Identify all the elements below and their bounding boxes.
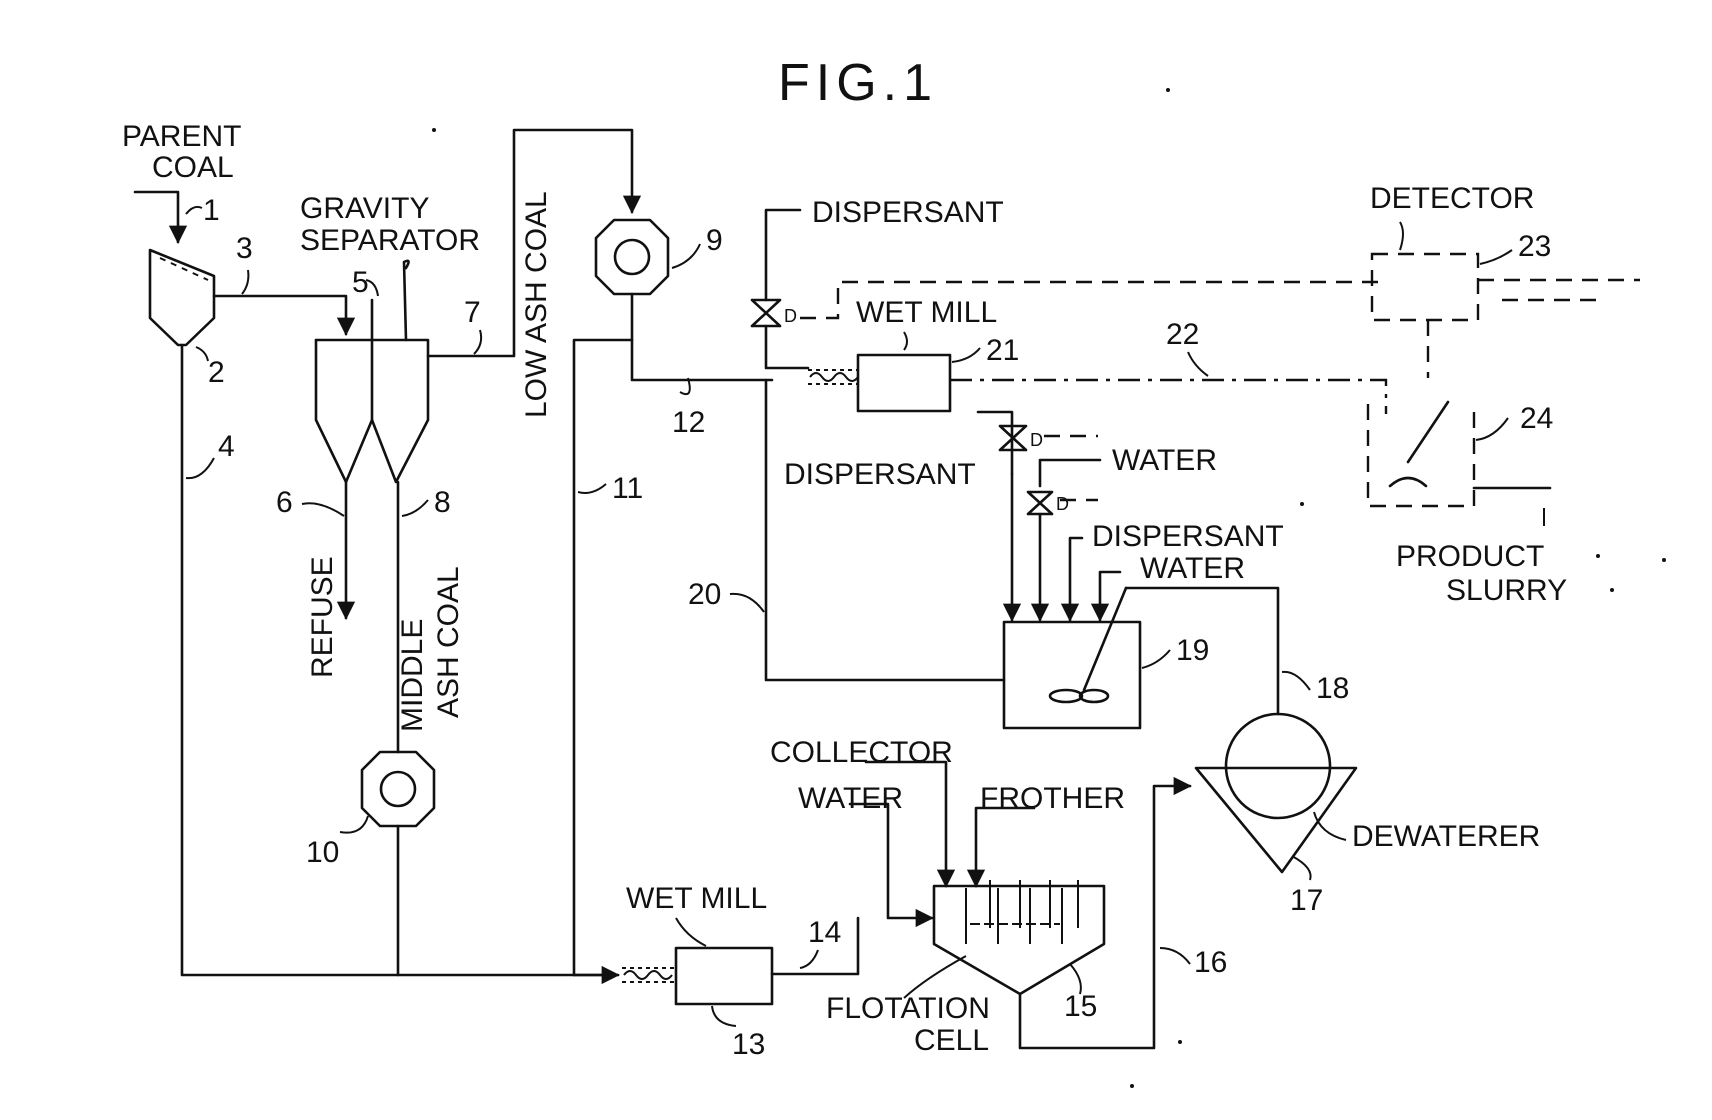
mill-10: 10 <box>306 752 434 975</box>
label-cell: CELL <box>914 1024 989 1057</box>
label-flotation: FLOTATION <box>826 992 990 1025</box>
label-water-tank: WATER <box>1140 552 1245 585</box>
ref-18: 18 <box>1316 672 1349 705</box>
ref-23: 23 <box>1518 230 1551 263</box>
tank-24: 24 PRODUCT SLURRY <box>1368 402 1567 607</box>
dewaterer-17: DEWATERER 17 <box>1196 714 1540 917</box>
ref-7: 7 <box>464 296 481 329</box>
label-wet-mill-bottom: WET MILL <box>626 882 767 915</box>
label-water-mid: WATER <box>1112 444 1217 477</box>
gravity-separator: GRAVITY SEPARATOR 5 <box>300 192 480 482</box>
ref-8: 8 <box>434 486 451 519</box>
label-low-ash-coal: LOW ASH COAL <box>520 191 553 418</box>
parent-coal-feed: PARENT COAL 1 <box>122 120 241 242</box>
label-collector: COLLECTOR <box>770 736 953 769</box>
ref-13: 13 <box>732 1028 765 1061</box>
mill-9: 9 <box>596 220 723 294</box>
label-detector: DETECTOR <box>1370 182 1534 215</box>
label-middle: MIDDLE <box>396 619 429 732</box>
valve-d1-label: D <box>784 306 797 326</box>
ref-21: 21 <box>986 334 1019 367</box>
ref-22: 22 <box>1166 318 1199 351</box>
label-parent: PARENT <box>122 120 241 153</box>
ref-11: 11 <box>612 472 643 505</box>
ref-2: 2 <box>208 356 225 389</box>
ref-1: 1 <box>203 194 220 227</box>
label-refuse: REFUSE <box>306 556 339 678</box>
label-wet-mill-top: WET MILL <box>856 296 997 329</box>
valve-d2-label: D <box>1030 430 1043 450</box>
label-ash-coal-middle: ASH COAL <box>432 566 465 718</box>
label-frother: FROTHER <box>980 782 1125 815</box>
label-dispersant-tank: DISPERSANT <box>1092 520 1284 553</box>
valve-d1: D <box>752 300 797 326</box>
label-dispersant-mid: DISPERSANT <box>784 458 976 491</box>
label-separator: SEPARATOR <box>300 224 480 257</box>
ref-3: 3 <box>236 232 253 265</box>
ref-19: 19 <box>1176 634 1209 667</box>
mixing-tank-19: 19 <box>1004 588 1209 728</box>
valve-d2: D <box>1000 426 1043 450</box>
detector-23: DETECTOR 23 <box>1370 182 1640 378</box>
ref-10: 10 <box>306 836 339 869</box>
ref-5: 5 <box>352 266 369 299</box>
label-product: PRODUCT <box>1396 540 1544 573</box>
ref-24: 24 <box>1520 402 1553 435</box>
ref-17: 17 <box>1290 884 1323 917</box>
ref-12: 12 <box>672 406 705 439</box>
ref-9: 9 <box>706 224 723 257</box>
figure-title: FIG.1 <box>778 54 938 112</box>
valve-d3-label: D <box>1056 494 1069 514</box>
valve-d3: D <box>1028 492 1069 514</box>
label-coal: COAL <box>152 151 234 184</box>
ref-15: 15 <box>1064 990 1097 1023</box>
label-gravity: GRAVITY <box>300 192 429 225</box>
ref-6: 6 <box>276 486 293 519</box>
label-dispersant-top: DISPERSANT <box>812 196 1004 229</box>
flotation-cell-15: COLLECTOR WATER FROTHER FLOTATION CELL 1… <box>770 736 1125 1057</box>
screen-2: 2 <box>150 250 225 389</box>
label-slurry: SLURRY <box>1446 574 1567 607</box>
wet-mill-13: WET MILL 13 <box>622 882 772 1061</box>
ref-16: 16 <box>1194 946 1227 979</box>
ref-20: 20 <box>688 578 721 611</box>
wet-mill-21: 21 <box>808 334 1019 411</box>
ref-4: 4 <box>218 430 235 463</box>
label-dewaterer: DEWATERER <box>1352 820 1540 853</box>
ref-14: 14 <box>808 916 841 949</box>
